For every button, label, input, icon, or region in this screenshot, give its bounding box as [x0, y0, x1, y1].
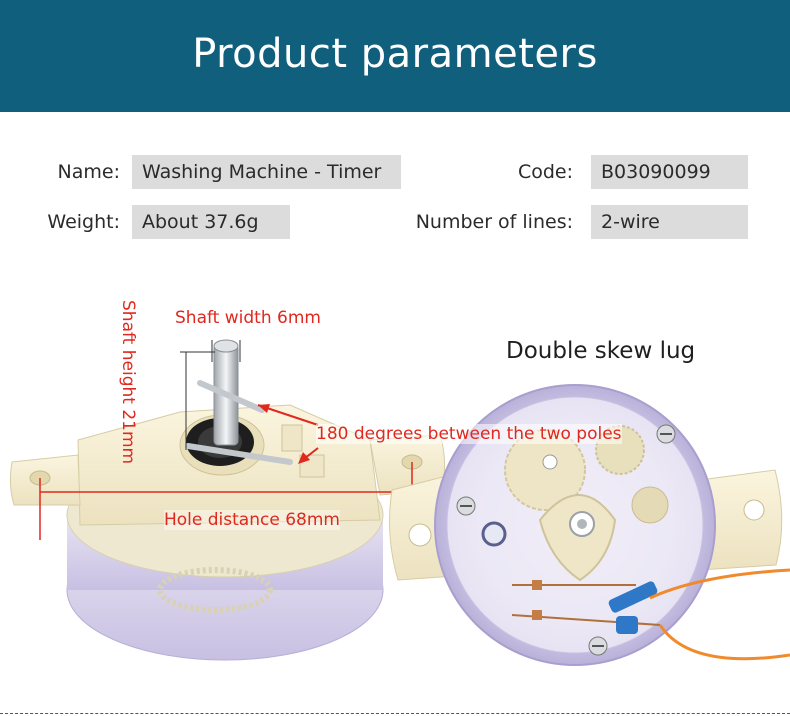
code-label: Code: — [517, 161, 573, 183]
code-value: B03090099 — [591, 155, 748, 189]
double-skew-lug-title: Double skew lug — [506, 338, 696, 364]
weight-value: About 37.6g — [132, 205, 290, 239]
dimension-lines — [39, 340, 413, 540]
shaft-height-annotation: Shaft height 21mm — [118, 300, 138, 465]
name-label: Name: — [57, 161, 120, 183]
weight-label: Weight: — [47, 211, 120, 233]
poles-annotation: 180 degrees between the two poles — [316, 424, 622, 444]
side-view-timer — [9, 339, 446, 661]
lines-label: Number of lines: — [415, 211, 573, 233]
header-banner: Product parameters — [0, 0, 790, 112]
page-title: Product parameters — [192, 31, 598, 77]
hole-distance-annotation: Hole distance 68mm — [164, 510, 340, 530]
bottom-divider — [0, 713, 790, 714]
shaft-width-annotation: Shaft width 6mm — [175, 308, 321, 328]
lines-value: 2-wire — [591, 205, 748, 239]
top-view-timer — [389, 384, 790, 666]
name-value: Washing Machine - Timer — [132, 155, 401, 189]
